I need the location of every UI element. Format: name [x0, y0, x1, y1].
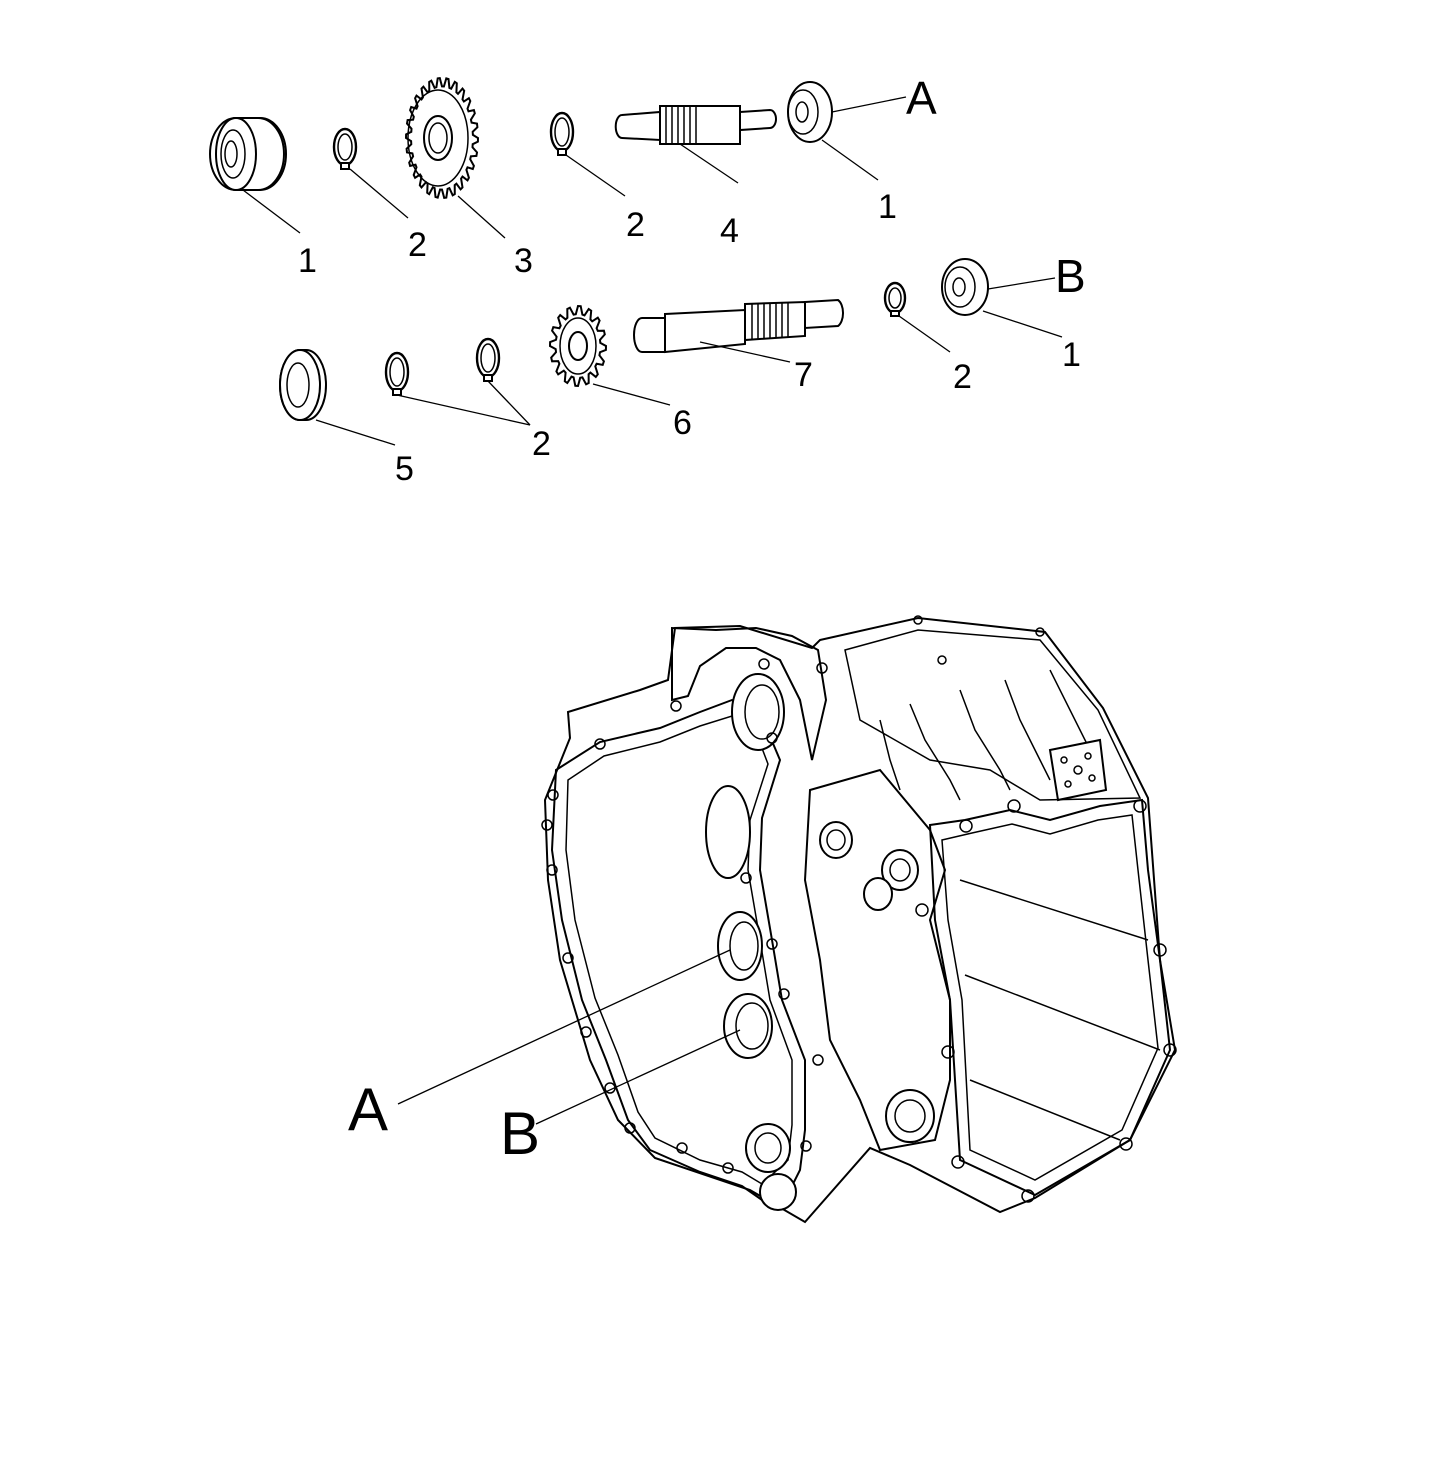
callout-1-left: 1 — [298, 242, 317, 280]
circlip-2-c — [883, 281, 907, 317]
leader-b-housing — [535, 1029, 741, 1125]
housing-boss-plate — [1048, 738, 1108, 802]
transmission-housing — [541, 615, 1177, 1224]
leader-a-housing — [397, 949, 731, 1105]
circlip-2-b — [549, 111, 575, 156]
callout-1-mid-right: 1 — [1062, 336, 1081, 374]
callout-b-mid: B — [1055, 250, 1086, 302]
circlip-2-a — [332, 127, 358, 170]
circlip-2-pair-right — [475, 337, 501, 382]
callout-a-top: A — [906, 72, 937, 124]
callout-2-b: 2 — [626, 206, 645, 244]
gear-6 — [548, 304, 608, 388]
callout-7: 7 — [794, 356, 813, 394]
gear-3 — [404, 76, 480, 200]
bearing-1-top-right — [787, 81, 833, 143]
bearing-bore-b — [723, 993, 773, 1059]
callout-6: 6 — [673, 404, 692, 442]
shaft-4 — [614, 105, 777, 145]
callout-labels: 1 2 3 2 4 1 A B 1 2 7 6 2 5 A B — [298, 72, 1086, 1167]
circlip-2-pair-left — [384, 351, 410, 396]
callout-3: 3 — [514, 242, 533, 280]
callout-2-c: 2 — [953, 358, 972, 396]
shaft-7 — [633, 298, 844, 354]
leader-lines-top — [242, 96, 1063, 446]
bearing-bore-a — [717, 911, 763, 981]
callout-b-housing: B — [500, 1100, 540, 1167]
bearing-1-left — [209, 117, 287, 191]
bearing-1-mid-right — [941, 258, 989, 316]
callout-1-top-right: 1 — [878, 188, 897, 226]
callout-a-housing: A — [348, 1076, 388, 1143]
callout-4: 4 — [720, 212, 739, 250]
callout-2-pair: 2 — [532, 425, 551, 463]
callout-5: 5 — [395, 450, 414, 488]
callout-2-a: 2 — [408, 226, 427, 264]
bearing-5 — [279, 349, 327, 421]
